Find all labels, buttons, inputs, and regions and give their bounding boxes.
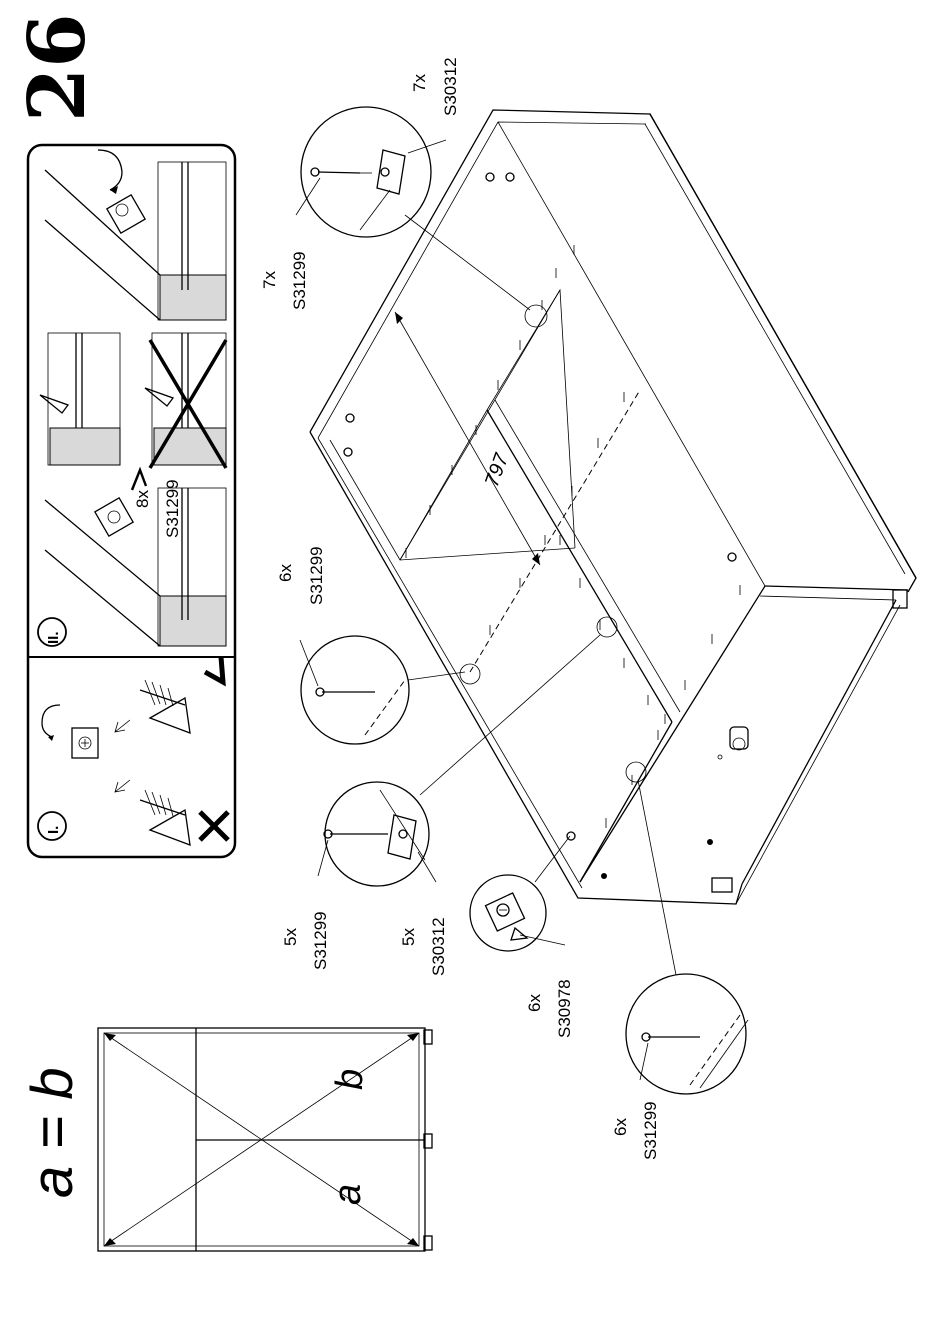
callout-qty: 7x — [260, 271, 279, 289]
panel-ii-badge: II. — [38, 618, 66, 646]
panel-ii-label: II. — [45, 631, 62, 644]
panel-i-label: I. — [45, 826, 62, 834]
detail-part-callout: S31299 — [163, 479, 182, 538]
diagonal-label-a: a — [327, 1184, 369, 1205]
detail-circle-top — [296, 107, 530, 310]
diagonal-equation: a = b — [20, 1067, 85, 1198]
callout-code: S30312 — [429, 917, 448, 976]
nail-markers — [406, 245, 740, 828]
detail-circle-6x-upper — [300, 636, 465, 744]
detail-circle-connector — [470, 836, 570, 951]
detail-box: I. II. — [28, 145, 235, 857]
callout-qty: 5x — [399, 928, 418, 946]
callout-code: S31299 — [307, 546, 326, 605]
callout-qty: 6x — [276, 564, 295, 582]
detail-circle-6x-lower — [626, 780, 748, 1094]
diagonal-label-b: b — [329, 1069, 371, 1090]
callout-code: S30312 — [441, 57, 460, 116]
connector-markers — [344, 173, 907, 892]
callout-qty: 6x — [525, 994, 544, 1012]
dimension-797: 797 — [481, 450, 513, 490]
callout-code: S31299 — [290, 251, 309, 310]
callout-code: S31299 — [641, 1101, 660, 1160]
cabinet-drawing: 797 — [310, 110, 916, 904]
callout-qty: 5x — [281, 928, 300, 946]
step-number: 26 — [12, 13, 103, 122]
detail-qty-callout: 8x — [133, 490, 152, 508]
panel-i-badge: I. — [38, 812, 66, 840]
diagonal-check-diagram: a = b a b — [20, 1028, 432, 1251]
callout-code: S31299 — [311, 911, 330, 970]
part-callouts: 7x S30312 7x S31299 6x S31299 5x S31299 … — [260, 57, 660, 1160]
callout-code: S30978 — [555, 979, 574, 1038]
callout-qty: 7x — [410, 74, 429, 92]
callout-qty: 6x — [611, 1118, 630, 1136]
